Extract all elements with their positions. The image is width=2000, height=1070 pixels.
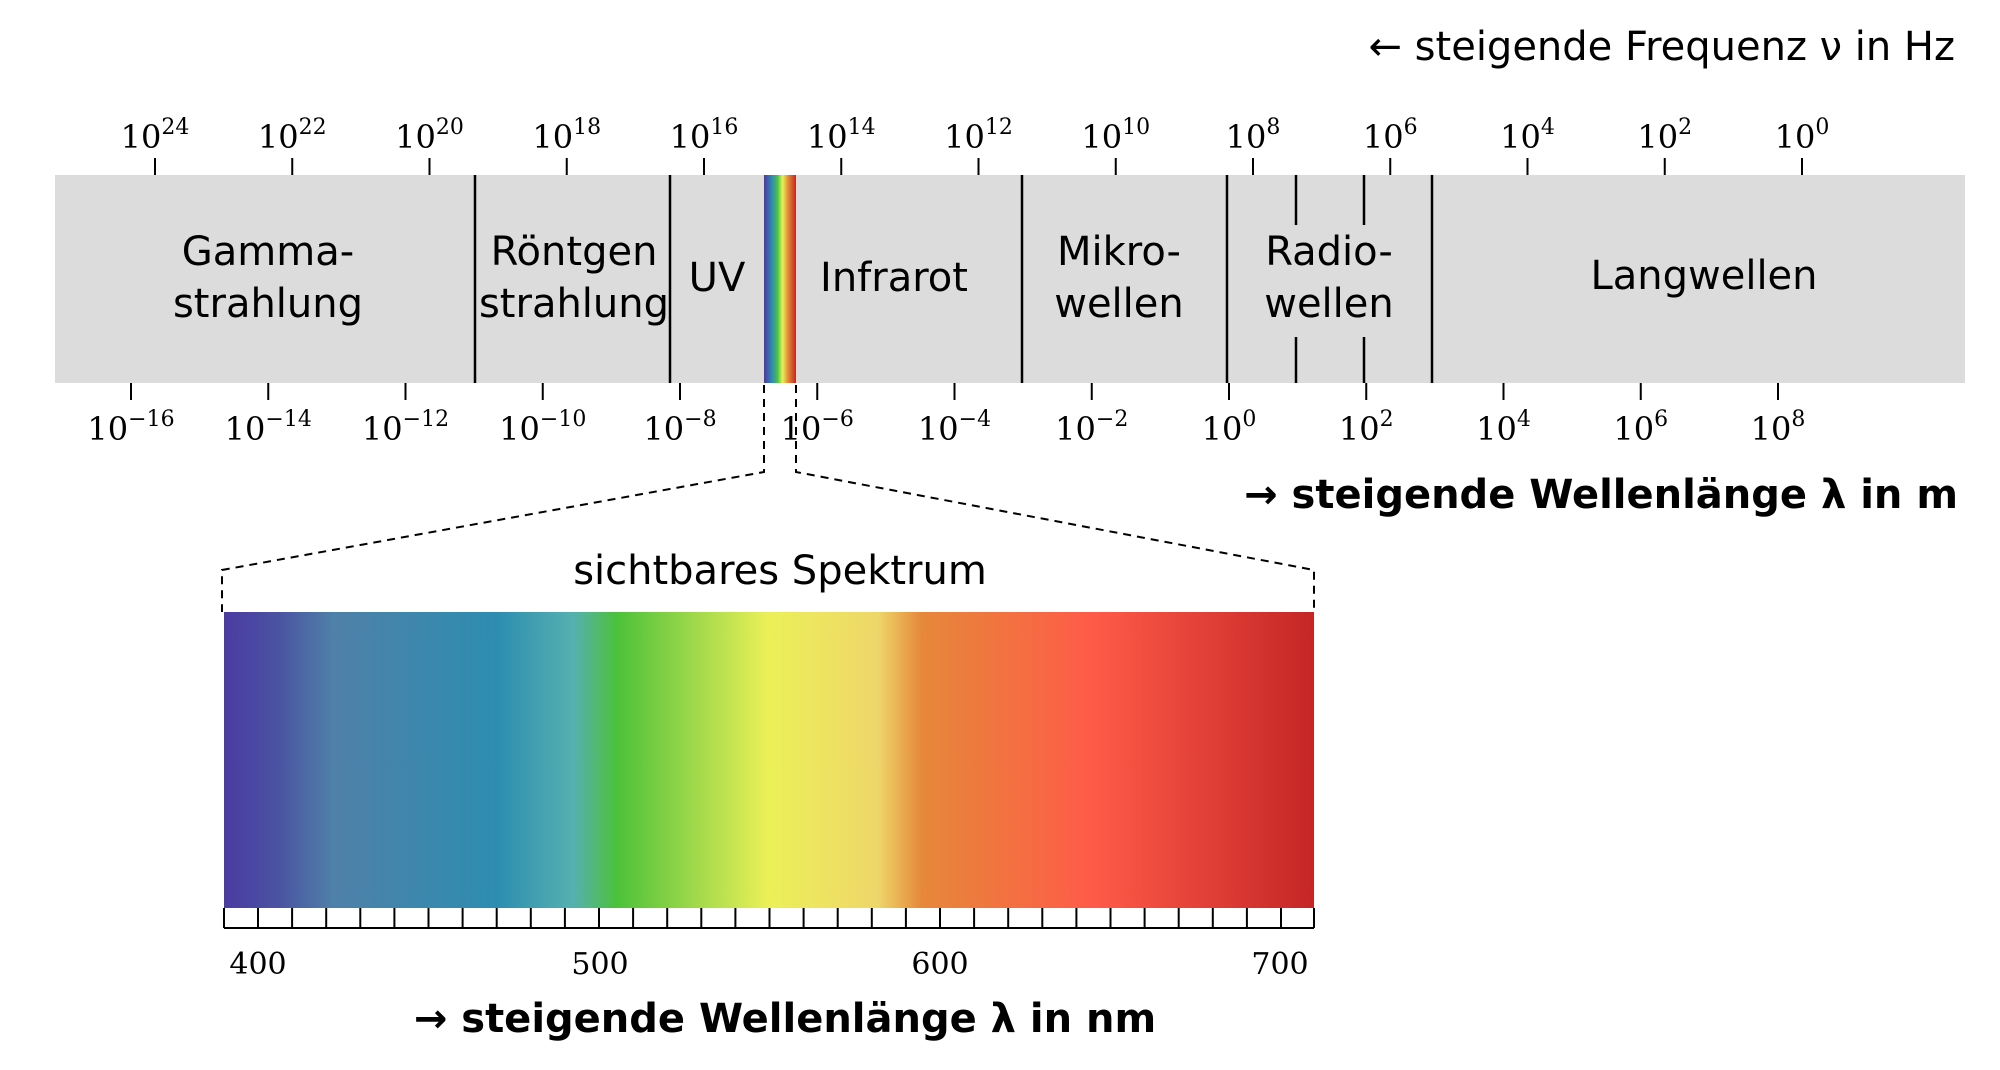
spectrum-band	[55, 175, 1965, 383]
band-label-longwave: Langwellen	[1590, 253, 1817, 299]
wavelength-m-axis-label: → steigende Wellenlänge λ in m	[1244, 472, 1958, 518]
frequency-tick-label: 1016	[670, 115, 739, 156]
wavelength-tick-label: 10−4	[918, 407, 991, 448]
frequency-tick-label: 1014	[807, 115, 876, 156]
wavelength-tick-label: 10−16	[87, 407, 174, 448]
nm-tick-label-600: 600	[911, 947, 968, 982]
frequency-tick-label: 100	[1775, 115, 1830, 156]
band-label-infrared: Infrarot	[820, 255, 968, 301]
visible-spectrum-title: sichtbares Spektrum	[573, 548, 987, 594]
wavelength-tick-label: 10−12	[362, 407, 449, 448]
frequency-tick-label: 1018	[532, 115, 601, 156]
wavelength-tick-label: 106	[1613, 407, 1668, 448]
frequency-tick-label: 1024	[121, 115, 190, 156]
frequency-tick-label: 108	[1226, 115, 1281, 156]
frequency-tick-label: 106	[1363, 115, 1418, 156]
wavelength-tick-label: 100	[1202, 407, 1257, 448]
wavelength-tick-group: 10−16 10−14 10−12 10−10 10−8 10−6 10−4 10−2 100 1…	[87, 383, 1805, 448]
band-label-radio-line1: Radio-	[1265, 229, 1393, 275]
nm-tick-label-700: 700	[1251, 947, 1308, 982]
visible-spectrum-bar	[224, 612, 1314, 908]
frequency-tick-label: 1010	[1081, 115, 1150, 156]
wavelength-tick-label: 10−6	[781, 407, 854, 448]
band-label-gamma-line2: strahlung	[173, 281, 363, 327]
band-label-radio-line2: wellen	[1264, 281, 1394, 327]
nm-ruler	[223, 908, 1315, 929]
wavelength-tick-label: 10−14	[225, 407, 312, 448]
frequency-tick-label: 1020	[395, 115, 464, 156]
band-label-xray-line1: Röntgen	[491, 229, 658, 275]
nm-tick-label-500: 500	[571, 947, 628, 982]
frequency-tick-label: 1012	[944, 115, 1013, 156]
frequency-axis-label: ← steigende Frequenz ν in Hz	[1368, 24, 1955, 70]
band-label-uv: UV	[689, 255, 746, 301]
band-label-microwave-line1: Mikro-	[1057, 229, 1181, 275]
frequency-tick-group: 1024 1022 1020 1018 1016 1014 1012 1010 108 106 10…	[121, 115, 1830, 175]
visible-mini-strip	[764, 175, 796, 383]
wavelength-tick-label: 10−8	[643, 407, 716, 448]
band-label-xray-line2: strahlung	[479, 281, 669, 327]
frequency-tick-label: 1022	[258, 115, 327, 156]
frequency-tick-label: 102	[1637, 115, 1692, 156]
nm-tick-label-400: 400	[229, 947, 286, 982]
zoom-line-right	[795, 385, 1315, 612]
wavelength-nm-axis-label: → steigende Wellenlänge λ in nm	[414, 996, 1156, 1042]
zoom-line-left	[221, 385, 765, 612]
wavelength-tick-label: 108	[1751, 407, 1806, 448]
band-dividers	[473, 175, 1434, 383]
band-label-microwave-line2: wellen	[1054, 281, 1184, 327]
band-label-gamma-line1: Gamma-	[182, 229, 354, 275]
frequency-tick-label: 104	[1500, 115, 1555, 156]
wavelength-tick-label: 102	[1339, 407, 1394, 448]
wavelength-tick-label: 104	[1476, 407, 1531, 448]
wavelength-tick-label: 10−10	[499, 407, 586, 448]
wavelength-tick-label: 10−2	[1055, 407, 1128, 448]
zoom-connector	[221, 385, 1315, 612]
